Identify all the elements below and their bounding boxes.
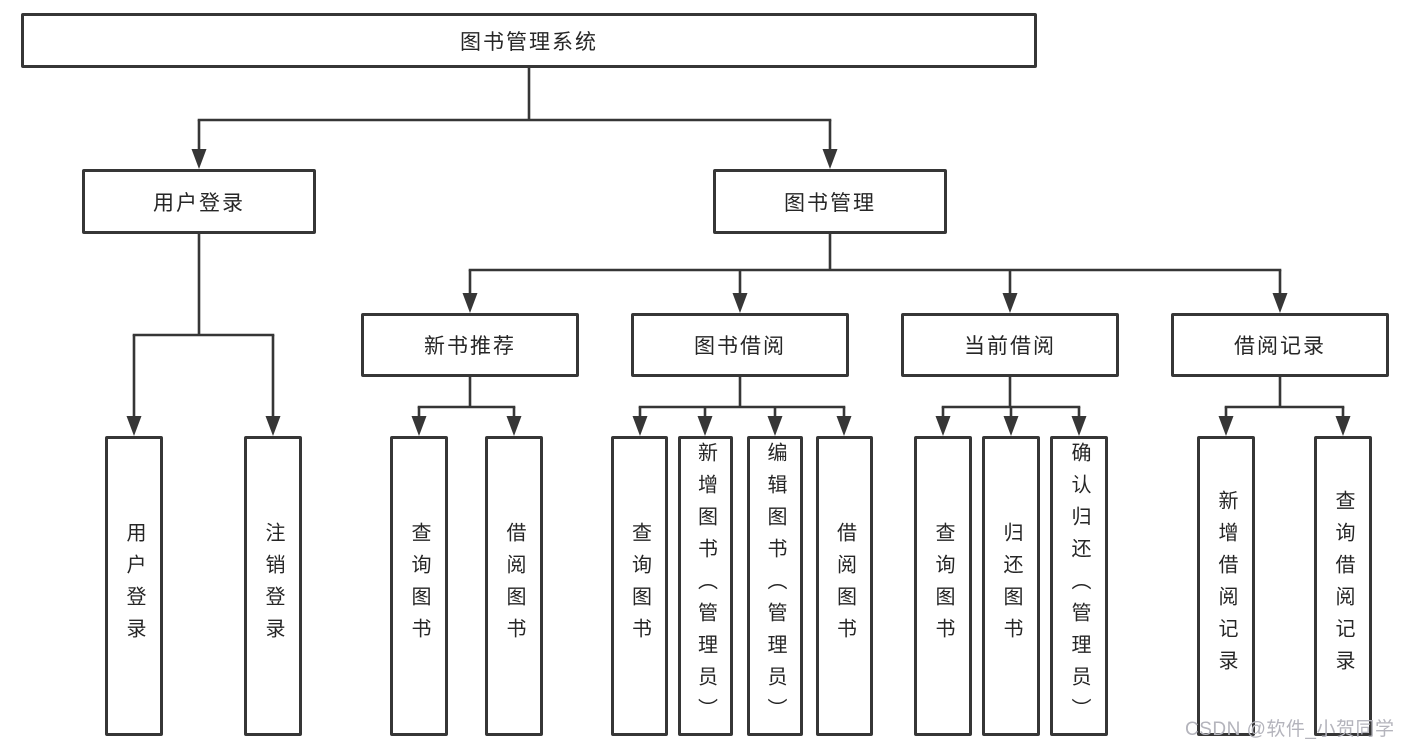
leaf-current-query-books: 查询图书: [914, 436, 972, 736]
leaf-current-query-books-label: 查询图书: [932, 522, 954, 650]
node-root-system: 图书管理系统: [21, 13, 1037, 68]
leaf-current-return-books: 归还图书: [982, 436, 1040, 736]
leaf-records-add-record: 新增借阅记录: [1197, 436, 1255, 736]
leaf-records-query-record: 查询借阅记录: [1314, 436, 1372, 736]
node-new-book-recommend: 新书推荐: [361, 313, 579, 377]
node-book-management-label: 图书管理: [784, 191, 876, 215]
leaf-records-add-record-label: 新增借阅记录: [1215, 490, 1237, 682]
node-borrow-records-label: 借阅记录: [1234, 335, 1326, 358]
leaf-current-return-books-label: 归还图书: [1000, 522, 1022, 650]
leaf-current-confirm-return-admin: 确认归还（管理员）: [1050, 436, 1108, 736]
leaf-borrow-borrow-books-label: 借阅图书: [833, 522, 856, 650]
node-user-login-group-label: 用户登录: [153, 191, 245, 215]
leaf-logout-label: 注销登录: [262, 522, 284, 650]
leaf-newbook-query-books: 查询图书: [390, 436, 448, 736]
node-root-system-label: 图书管理系统: [460, 30, 598, 54]
leaf-borrow-edit-books-admin-label: 编辑图书（管理员）: [764, 442, 786, 730]
leaf-user-login: 用户登录: [105, 436, 163, 736]
node-book-borrow: 图书借阅: [631, 313, 849, 377]
node-book-management: 图书管理: [713, 169, 947, 234]
leaf-newbook-borrow-books-label: 借阅图书: [503, 522, 525, 650]
leaf-borrow-query-books: 查询图书: [611, 436, 668, 736]
leaf-borrow-add-books-admin-label: 新增图书（管理员）: [694, 442, 717, 730]
leaf-borrow-edit-books-admin: 编辑图书（管理员）: [747, 436, 803, 736]
leaf-borrow-query-books-label: 查询图书: [628, 522, 651, 650]
leaf-records-query-record-label: 查询借阅记录: [1332, 490, 1354, 682]
leaf-user-login-label: 用户登录: [123, 522, 145, 650]
leaf-current-confirm-return-admin-label: 确认归还（管理员）: [1068, 442, 1090, 730]
node-new-book-recommend-label: 新书推荐: [424, 335, 516, 358]
leaf-newbook-borrow-books: 借阅图书: [485, 436, 543, 736]
leaf-borrow-borrow-books: 借阅图书: [816, 436, 873, 736]
node-borrow-records: 借阅记录: [1171, 313, 1389, 377]
node-current-borrow-label: 当前借阅: [964, 335, 1056, 358]
node-current-borrow: 当前借阅: [901, 313, 1119, 377]
node-book-borrow-label: 图书借阅: [694, 335, 786, 358]
leaf-newbook-query-books-label: 查询图书: [408, 522, 430, 650]
node-user-login-group: 用户登录: [82, 169, 316, 234]
leaf-borrow-add-books-admin: 新增图书（管理员）: [678, 436, 733, 736]
csdn-watermark: CSDN @软件_小贺同学: [1185, 719, 1395, 740]
leaf-logout: 注销登录: [244, 436, 302, 736]
